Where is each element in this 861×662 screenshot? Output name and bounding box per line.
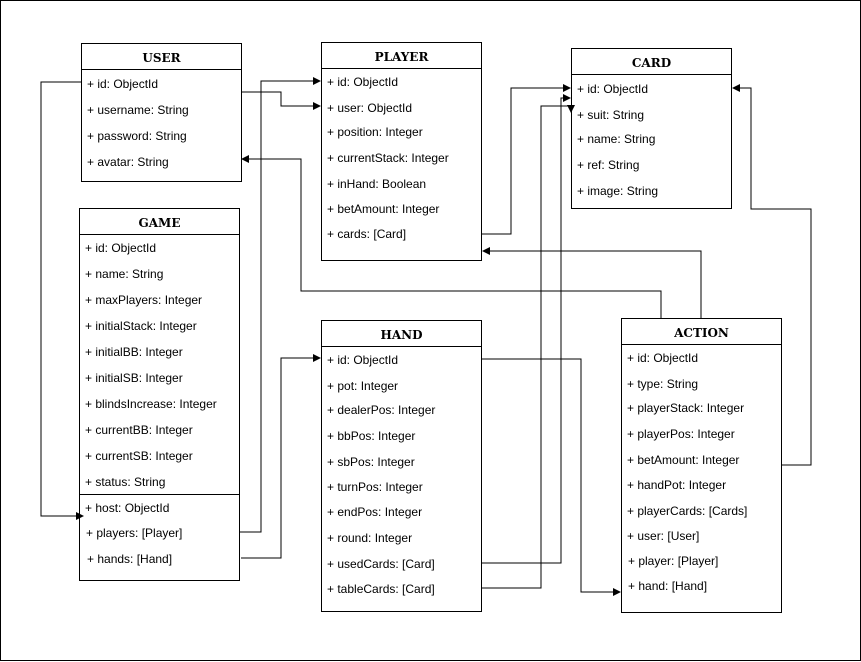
user-field-avatar: + avatar: String xyxy=(87,155,169,169)
player-field-id: + id: ObjectId xyxy=(327,75,399,89)
action-field-player-pos: + playerPos: Integer xyxy=(627,427,735,441)
card-entity-title: CARD xyxy=(572,49,731,75)
hand-entity-title: HAND xyxy=(322,321,481,347)
user-field-password: + password: String xyxy=(87,129,187,143)
player-field-current-stack: + currentStack: Integer xyxy=(327,151,449,165)
game-field-name: + name: String xyxy=(85,267,164,281)
action-field-player-stack: + playerStack: Integer xyxy=(627,401,745,415)
game-field-host: + host: ObjectId xyxy=(85,501,170,515)
connector-action-user-to-user xyxy=(241,155,662,318)
action-field-hand-pot: + handPot: Integer xyxy=(627,478,727,492)
connector-game-host-to-user xyxy=(40,81,84,520)
game-field-hands: + hands: [Hand] xyxy=(87,552,173,566)
player-entity[interactable]: PLAYER + id: ObjectId + user: ObjectId +… xyxy=(321,42,482,261)
game-field-blinds-increase: + blindsIncrease: Integer xyxy=(85,397,217,411)
connector-hand-to-action-hand xyxy=(482,358,621,596)
hand-field-end-pos: + endPos: Integer xyxy=(327,505,423,519)
hand-field-table-cards: + tableCards: [Card] xyxy=(327,582,435,596)
game-field-current-sb: + currentSB: Integer xyxy=(85,449,193,463)
game-entity[interactable]: GAME + id: ObjectId + name: String + max… xyxy=(79,208,240,581)
action-field-type: + type: String xyxy=(627,377,699,391)
hand-entity[interactable]: HAND + id: ObjectId + pot: Integer + dea… xyxy=(321,320,482,612)
action-entity[interactable]: ACTION + id: ObjectId + type: String + p… xyxy=(621,318,782,613)
hand-field-turn-pos: + turnPos: Integer xyxy=(327,480,423,494)
connector-user-to-player-user xyxy=(242,91,321,110)
card-field-name: + name: String xyxy=(577,132,656,146)
user-field-username: + username: String xyxy=(87,103,189,117)
game-field-initial-stack: + initialStack: Integer xyxy=(85,319,197,333)
connector-player-cards-to-card xyxy=(482,84,571,235)
game-field-current-bb: + currentBB: Integer xyxy=(85,423,193,437)
card-field-suit: + suit: String xyxy=(577,108,645,122)
action-field-id: + id: ObjectId xyxy=(627,351,699,365)
player-field-position: + position: Integer xyxy=(327,125,423,139)
hand-field-used-cards: + usedCards: [Card] xyxy=(327,557,435,571)
player-field-in-hand: + inHand: Boolean xyxy=(327,177,427,191)
player-field-cards: + cards: [Card] xyxy=(327,227,407,241)
connector-action-player-to-player xyxy=(482,247,702,318)
game-field-max-players: + maxPlayers: Integer xyxy=(85,293,203,307)
action-entity-title: ACTION xyxy=(622,319,781,345)
user-entity-title: USER xyxy=(82,44,241,70)
card-field-image: + image: String xyxy=(577,184,659,198)
card-field-id: + id: ObjectId xyxy=(577,82,649,96)
game-field-status: + status: String xyxy=(85,475,166,489)
connector-game-hands-to-hand xyxy=(241,354,321,559)
game-entity-title: GAME xyxy=(80,209,239,235)
user-field-id: + id: ObjectId xyxy=(87,77,159,91)
player-field-user: + user: ObjectId xyxy=(327,101,413,115)
action-field-bet-amount: + betAmount: Integer xyxy=(627,453,740,467)
hand-field-pot: + pot: Integer xyxy=(327,379,399,393)
game-field-initial-sb: + initialSB: Integer xyxy=(85,371,183,385)
player-field-bet-amount: + betAmount: Integer xyxy=(327,202,440,216)
hand-field-sb-pos: + sbPos: Integer xyxy=(327,455,415,469)
action-field-player: + player: [Player] xyxy=(628,554,719,568)
game-entity-divider xyxy=(80,494,239,495)
hand-field-id: + id: ObjectId xyxy=(327,353,399,367)
hand-field-dealer-pos: + dealerPos: Integer xyxy=(327,403,436,417)
hand-field-round: + round: Integer xyxy=(327,531,413,545)
user-entity[interactable]: USER + id: ObjectId + username: String +… xyxy=(81,43,242,182)
connector-hand-table-cards-to-card xyxy=(482,105,575,589)
action-field-player-cards: + playerCards: [Cards] xyxy=(627,504,748,518)
player-entity-title: PLAYER xyxy=(322,43,481,69)
connector-game-players-to-player xyxy=(240,77,321,533)
game-field-players: + players: [Player] xyxy=(86,526,183,540)
card-entity[interactable]: CARD + id: ObjectId + suit: String + nam… xyxy=(571,48,732,209)
action-field-user: + user: [User] xyxy=(627,529,700,543)
hand-field-bb-pos: + bbPos: Integer xyxy=(327,429,416,443)
game-field-id: + id: ObjectId xyxy=(85,241,157,255)
connector-hand-used-cards-to-card xyxy=(482,94,571,564)
game-field-initial-bb: + initialBB: Integer xyxy=(85,345,183,359)
card-field-ref: + ref: String xyxy=(577,158,640,172)
action-field-hand: + hand: [Hand] xyxy=(628,579,708,593)
connector-action-cards-to-card xyxy=(732,84,812,466)
